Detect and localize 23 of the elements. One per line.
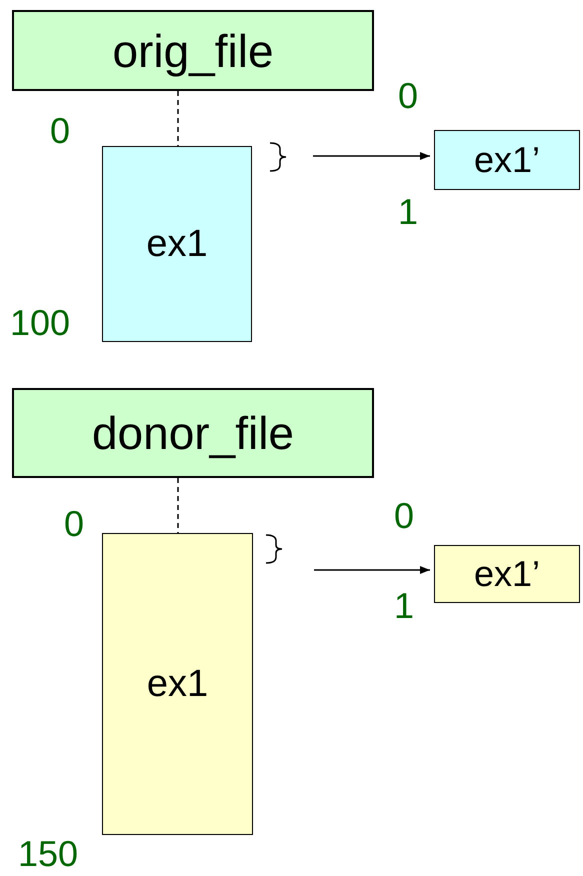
dashed-line — [177, 478, 179, 533]
offset-number: 100 — [10, 305, 70, 341]
segment-box — [102, 533, 253, 835]
segment-box — [102, 146, 252, 342]
node-label: ex1’ — [474, 142, 540, 178]
offset-number: 0 — [64, 506, 84, 542]
offset-number: 1 — [394, 588, 414, 624]
arrow — [313, 152, 430, 160]
node-label: ex1 — [146, 665, 208, 703]
offset-number: 1 — [398, 194, 418, 230]
offset-number: 150 — [18, 836, 78, 872]
node-label: ex1 — [146, 225, 208, 263]
offset-number: 0 — [50, 113, 70, 149]
file-box — [12, 388, 374, 478]
arrow — [314, 566, 430, 574]
offset-number: 0 — [394, 498, 414, 534]
node-label: ex1’ — [474, 556, 540, 592]
file-box — [12, 10, 374, 91]
segment-box — [434, 545, 580, 603]
dashed-line — [177, 91, 179, 146]
segment-box — [434, 130, 580, 190]
node-label: donor_file — [92, 410, 294, 456]
offset-number: 0 — [398, 78, 418, 114]
